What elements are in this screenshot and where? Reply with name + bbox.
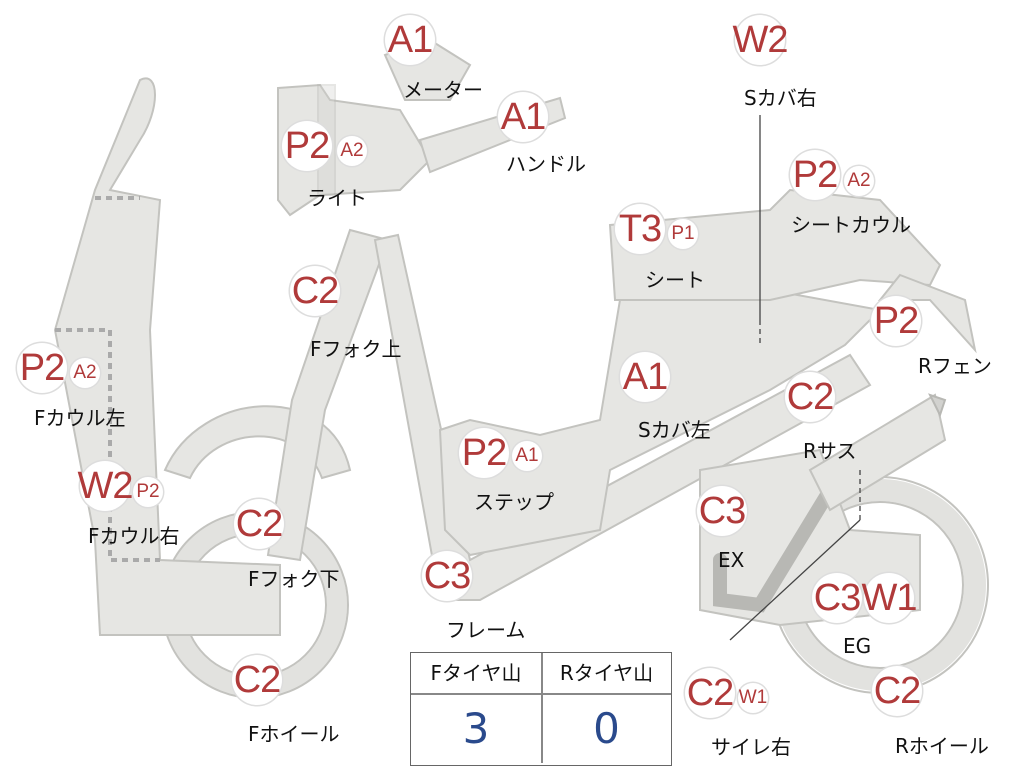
label-s-cover-right: Sカバ右 bbox=[744, 86, 817, 110]
table-value-front-tire: 3 bbox=[462, 704, 490, 753]
label-f-fork-lower: Fフォク下 bbox=[248, 567, 340, 591]
grade-meter-1: A1 bbox=[385, 15, 435, 65]
grade-engine-2: W1 bbox=[862, 573, 918, 623]
table-column-divider bbox=[541, 653, 543, 763]
grade-f-cowl-right-1: W2 bbox=[78, 461, 134, 511]
grade-muffler-right-2: W1 bbox=[738, 683, 768, 713]
label-f-cowl-left: Fカウル左 bbox=[34, 406, 126, 430]
grade-light-1: P2 bbox=[282, 121, 332, 171]
grade-f-cowl-right-2: P2 bbox=[133, 477, 163, 507]
label-f-wheel: Fホイール bbox=[248, 722, 340, 746]
grade-f-fork-lower-1: C2 bbox=[234, 499, 284, 549]
label-frame: フレーム bbox=[446, 618, 526, 642]
label-f-cowl-right: Fカウル右 bbox=[88, 524, 180, 548]
seat-shape bbox=[608, 188, 942, 301]
grade-r-suspension-1: C2 bbox=[785, 372, 835, 422]
grade-light-2: A2 bbox=[337, 136, 367, 166]
table-header-divider bbox=[411, 693, 671, 695]
grade-step-2: A1 bbox=[512, 441, 542, 471]
grade-r-fender-1: P2 bbox=[871, 296, 921, 346]
grade-f-cowl-left-1: P2 bbox=[17, 343, 67, 393]
side-cover-shape bbox=[438, 288, 883, 557]
table-value-rear-tire: 0 bbox=[593, 704, 620, 753]
table-header-rear-tire: Rタイヤ山 bbox=[559, 661, 654, 685]
label-r-wheel: Rホイール bbox=[895, 734, 989, 758]
label-exhaust: EX bbox=[718, 548, 745, 572]
grade-muffler-right-1: C2 bbox=[685, 668, 735, 718]
label-s-cover-left: Sカバ左 bbox=[638, 418, 711, 442]
grade-exhaust-1: C3 bbox=[697, 486, 747, 536]
front-cowl-shape bbox=[53, 77, 281, 636]
label-f-fork-upper: Fフォク上 bbox=[310, 337, 402, 361]
table-header-front-tire: Fタイヤ山 bbox=[430, 661, 522, 685]
rear-fender-shape bbox=[877, 273, 977, 354]
grade-f-wheel-1: C2 bbox=[232, 655, 282, 705]
label-engine: EG bbox=[843, 634, 872, 658]
grade-seat-cowl-1: P2 bbox=[790, 150, 840, 200]
label-seat-cowl: シートカウル bbox=[791, 213, 911, 237]
grade-f-cowl-left-2: A2 bbox=[70, 358, 100, 388]
rear-shock-shape bbox=[808, 393, 947, 512]
label-step: ステップ bbox=[474, 490, 554, 514]
grade-step-1: P2 bbox=[459, 428, 509, 478]
grade-s-cover-left-1: A1 bbox=[620, 352, 670, 402]
tire-tread-table: Fタイヤ山 Rタイヤ山 3 0 bbox=[410, 652, 672, 766]
grade-r-wheel-1: C2 bbox=[872, 666, 922, 716]
grade-s-cover-right-1: W2 bbox=[733, 15, 789, 65]
grade-f-fork-upper-1: C2 bbox=[290, 266, 340, 316]
label-handle: ハンドル bbox=[506, 152, 586, 176]
grade-engine-1: C3 bbox=[812, 573, 862, 623]
label-meter: メーター bbox=[403, 78, 483, 102]
label-muffler-right: サイレ右 bbox=[711, 735, 791, 759]
grade-frame-1: C3 bbox=[422, 551, 472, 601]
label-r-fender: Rフェン bbox=[918, 354, 992, 378]
label-seat: シート bbox=[645, 268, 705, 292]
grade-handle-1: A1 bbox=[498, 92, 548, 142]
grade-seat-2: P1 bbox=[668, 219, 698, 249]
grade-seat-cowl-2: A2 bbox=[844, 166, 874, 196]
label-light: ライト bbox=[307, 186, 367, 210]
label-r-suspension: Rサス bbox=[803, 439, 857, 463]
exhaust-pipe bbox=[713, 483, 837, 613]
grade-seat-1: T3 bbox=[615, 204, 665, 254]
